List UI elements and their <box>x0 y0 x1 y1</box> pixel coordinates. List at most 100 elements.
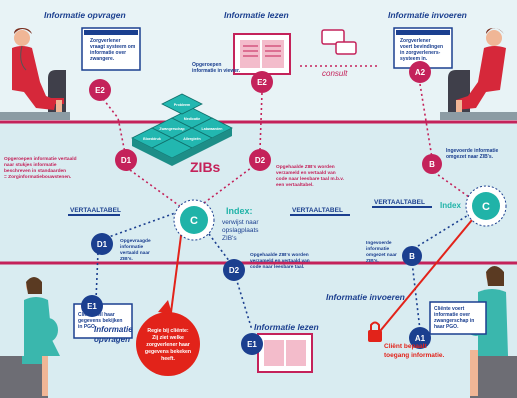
callout-cliente-voert-3: zwangerschap in <box>434 318 474 324</box>
callout-zorgverlener-vraagt-3: informatie over <box>90 50 126 56</box>
regie-callout <box>136 300 200 376</box>
access-line <box>375 219 473 337</box>
index-left-line-3: ZIB's <box>222 235 237 242</box>
navy-nodes <box>81 233 431 355</box>
a1-to-b-line <box>411 261 421 331</box>
regie-line <box>169 227 183 321</box>
callout-zorgverlener-vraagt-2: vraagt systeem om <box>90 44 136 50</box>
nurse-right-figure <box>440 28 517 120</box>
viewer-screen-bottom <box>257 333 313 373</box>
note-d1-top-3: beschreven in standaarden <box>4 168 66 174</box>
vertaaltabel-1-label: VERTAALTABEL <box>70 207 121 214</box>
screen-top-right <box>393 27 453 69</box>
node-b-top <box>422 154 442 174</box>
note-d2-top-2: verzameld en vertaald van <box>276 170 336 176</box>
e2-to-d1-line <box>99 94 127 159</box>
vertaaltabel-1-bar <box>68 214 120 216</box>
node-d2-top <box>249 149 271 171</box>
vertaaltabel-2-label: VERTAALTABEL <box>292 207 343 214</box>
title-informatie-lezen-bottom: Informatie lezen <box>254 322 319 332</box>
cube-label-1: Zwangerschap <box>159 127 185 131</box>
index-left-line-1: verwijst naar <box>222 219 259 226</box>
c-to-d2-line-bottom <box>199 221 231 263</box>
node-c-left <box>173 199 215 241</box>
e1-to-d1-line <box>95 251 99 301</box>
node-a1-label: A1 <box>415 334 426 343</box>
nurse-left-figure <box>0 28 70 120</box>
node-e1-center-label: E1 <box>247 340 257 349</box>
node-d1-bottom <box>91 233 113 255</box>
regie-line-5: heeft. <box>161 356 175 362</box>
node-a2 <box>409 61 431 83</box>
screen-bottom-right <box>429 301 487 335</box>
vertaaltabel-2-bar <box>290 214 350 216</box>
node-b-bottom-label: B <box>409 252 415 261</box>
note-d1-top-1: Opgeroepen informatie vertaald <box>4 156 77 162</box>
note-d1-bottom-2: informatie <box>120 244 144 250</box>
screen-top-left <box>81 27 141 71</box>
zibs-label: ZIBs <box>190 159 221 175</box>
note-d2-bottom-3: code naar leesbare taal. <box>250 264 304 270</box>
note-d1-bottom-3: vertaald naar <box>120 250 150 256</box>
index-left-title: Index: <box>226 206 253 216</box>
node-e1-center <box>241 333 263 355</box>
b-to-c-line <box>433 171 477 203</box>
patient-left-figure <box>0 277 60 398</box>
callout-zorgverlener-vraagt-1: Zorgverlener <box>90 38 121 44</box>
regie-line-1: Regie bij cliënte: <box>147 328 188 334</box>
vertaaltabel-3-label: VERTAALTABEL <box>374 199 425 206</box>
node-e2-center <box>251 71 273 93</box>
note-b-bottom-1: Ingevoerde <box>366 240 392 246</box>
callout-cliente-bekijken-3: in PGO. <box>78 324 97 330</box>
callout-zorgverlener-voert-2: voert bevindingen <box>400 44 443 50</box>
viewer-screen-center <box>233 33 291 75</box>
note-d2-top-1: Opgehaalde ZIB's worden <box>276 164 335 170</box>
note-d2-top-4: een vertaaltabel. <box>276 182 314 188</box>
node-a1 <box>409 327 431 349</box>
pink-nodes <box>89 61 442 174</box>
regie-line-4: gegevens bekeken <box>145 349 191 355</box>
callout-cliente-voert-4: haar PGO. <box>434 324 459 330</box>
index-left-line-2: opslagplaats <box>222 227 259 234</box>
callout-opgeroepen-viewer-1: Opgeroepen <box>192 62 221 68</box>
client-bepaalt-line-1: Cliënt bepaalt <box>384 343 427 350</box>
callout-ingevoerde-zibs-2: omgezet naar ZIB's. <box>446 154 494 160</box>
node-e2-center-label: E2 <box>257 78 267 87</box>
callout-zorgverlener-vraagt-4: zwangere. <box>90 56 115 62</box>
lock-icon <box>368 321 382 342</box>
cube-label-4: Bloeddruk <box>143 137 161 141</box>
callout-zorgverlener-voert-3: in zorgverleners- <box>400 50 441 56</box>
note-b-bottom-3: omgezet naar <box>366 252 397 258</box>
callout-cliente-bekijken-2: gegevens bekijken <box>78 318 122 324</box>
callout-zorgverlener-voert-4: systeem in. <box>400 56 428 62</box>
cube-label-3: Labwaarden <box>202 127 223 131</box>
note-d1-bottom-1: Opgevraagde <box>120 238 151 244</box>
title-informatie-opvragen-bottom-1: Informatie <box>94 325 133 334</box>
regie-line-3: zorgverlener haar <box>146 342 190 348</box>
callout-opgeroepen-viewer-2: informatie in viewer. <box>192 68 241 74</box>
node-e1-left <box>81 295 103 317</box>
note-d1-bottom-4: ZIB's. <box>120 256 133 262</box>
node-c-right <box>465 185 507 227</box>
regie-line-2: Zij ziet welke <box>152 335 184 341</box>
title-informatie-opvragen-bottom-2: opvragen <box>94 335 130 344</box>
top-flow-lines <box>99 65 477 213</box>
callout-cliente-bekijken-1: Cliënte wil haar <box>78 312 115 318</box>
b-to-c-line-bottom <box>417 213 471 247</box>
d1-to-c-line <box>129 169 189 213</box>
node-a2-label: A2 <box>415 68 426 77</box>
node-d2-bottom <box>223 259 245 281</box>
client-bepaalt-line-2: toegang informatie. <box>384 352 445 359</box>
node-c-left-label: C <box>190 215 198 227</box>
bottom-flow-lines <box>95 211 471 331</box>
note-d1-top-2: naar stukjes informatie <box>4 162 57 168</box>
callout-zorgverlener-voert-1: Zorgverlener <box>400 38 431 44</box>
node-b-bottom <box>402 246 422 266</box>
cube-label-6: Probleem <box>174 103 190 107</box>
note-b-bottom-2: informatie <box>366 246 390 252</box>
cube-label-5: Allergieën <box>183 137 200 141</box>
consult-chat-icon <box>321 29 357 55</box>
node-c-right-label: C <box>482 201 490 213</box>
